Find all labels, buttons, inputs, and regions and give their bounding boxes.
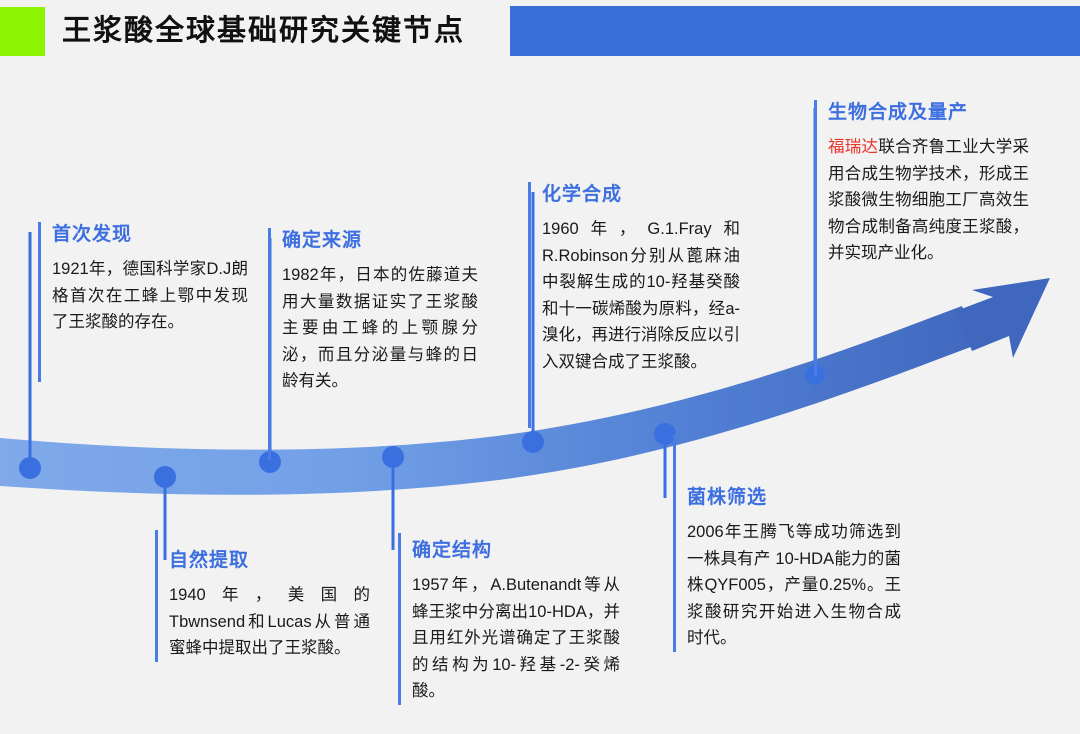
- node-accent-bar: [673, 433, 676, 652]
- node-body: 1982年，日本的佐藤道夫用大量数据证实了王浆酸主要由工蜂的上颚腺分泌，而且分泌…: [282, 266, 478, 390]
- node-title: 确定来源: [282, 230, 363, 251]
- node-accent-bar: [268, 228, 271, 460]
- node-body: 1921年，德国科学家D.J朗格首次在工蜂上鄂中发现了王浆酸的存在。: [52, 260, 248, 331]
- node-body-line1: 1940年，美国的: [169, 586, 370, 604]
- timeline-node-strain-screen[interactable]: 菌株筛选 2006年王腾飞等成功筛选到一株具有产 10-HDA能力的菌株QYF0…: [673, 433, 901, 652]
- node-title: 自然提取: [169, 550, 250, 571]
- timeline-node-bio-synth[interactable]: 生物合成及量产 福瑞达联合齐鲁工业大学采用合成生物学技术，形成王浆酸微生物细胞工…: [814, 100, 1030, 376]
- node-accent-bar: [814, 100, 817, 376]
- node-dot-natural-extract[interactable]: [154, 466, 176, 488]
- timeline-node-chem-synth[interactable]: 化学合成 1960年，G.1.Fray和R.Robinson分别从蓖麻油中裂解生…: [528, 182, 740, 428]
- node-title: 首次发现: [52, 224, 133, 245]
- timeline-node-first-discovery[interactable]: 首次发现 1921年，德国科学家D.J朗格首次在工蜂上鄂中发现了王浆酸的存在。: [38, 222, 248, 382]
- node-body: 1957年，A.Butenandt等从蜂王浆中分离出10-HDA，并且用红外光谱…: [412, 576, 620, 700]
- node-body-highlight: 福瑞达: [828, 138, 879, 156]
- node-title: 菌株筛选: [687, 487, 768, 508]
- node-accent-bar: [398, 532, 401, 705]
- node-accent-bar: [528, 182, 531, 428]
- page-title: 王浆酸全球基础研究关键节点: [62, 15, 466, 47]
- header-blue-bar: [510, 6, 1080, 56]
- node-accent-bar: [38, 222, 41, 382]
- node-body: 2006年王腾飞等成功筛选到一株具有产 10-HDA能力的菌株QYF005，产量…: [687, 523, 901, 647]
- node-title: 化学合成: [542, 184, 623, 205]
- node-dot-confirm-struct[interactable]: [382, 446, 404, 468]
- node-dot-first-discovery[interactable]: [19, 457, 41, 479]
- timeline-node-natural-extract[interactable]: 自然提取 1940年，美国的 Tbwnsend和Lucas从普通蜜蜂中提取出了王…: [155, 529, 370, 662]
- node-accent-bar: [155, 529, 158, 662]
- node-body: 联合齐鲁工业大学采用合成生物学技术，形成王浆酸微生物细胞工厂高效生物合成制备高纯…: [828, 138, 1030, 262]
- node-body: 1960年，G.1.Fray和R.Robinson分别从蓖麻油中裂解生成的10-…: [542, 220, 740, 371]
- node-title: 确定结构: [412, 540, 493, 561]
- timeline-node-confirm-struct[interactable]: 确定结构 1957年，A.Butenandt等从蜂王浆中分离出10-HDA，并且…: [398, 532, 620, 705]
- page-header: 王浆酸全球基础研究关键节点: [0, 0, 1080, 62]
- arrow-head-shape: [956, 278, 1050, 358]
- node-body: Tbwnsend和Lucas从普通蜜蜂中提取出了王浆酸。: [169, 612, 370, 658]
- timeline-node-confirm-source[interactable]: 确定来源 1982年，日本的佐藤道夫用大量数据证实了王浆酸主要由工蜂的上颚腺分泌…: [268, 228, 478, 460]
- node-dot-chem-synth[interactable]: [522, 431, 544, 453]
- node-title: 生物合成及量产: [828, 102, 969, 123]
- header-green-accent: [0, 7, 45, 56]
